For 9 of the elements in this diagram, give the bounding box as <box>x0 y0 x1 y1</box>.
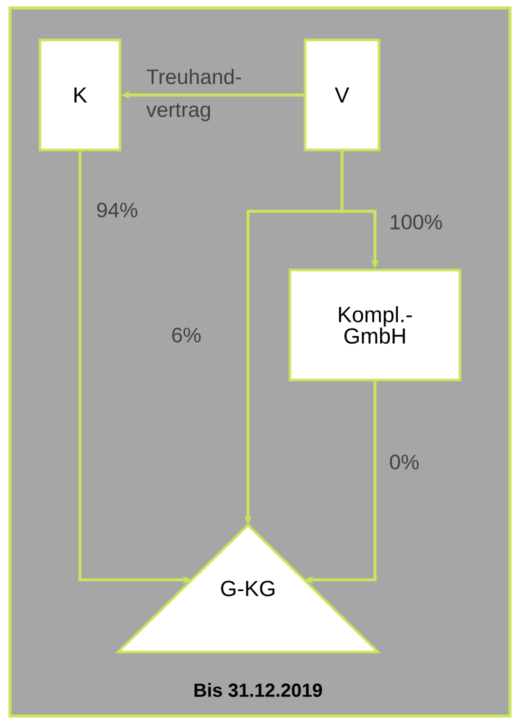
edge-label: 94% <box>97 202 138 218</box>
edge-label: 100% <box>390 214 442 230</box>
edge-label: 6% <box>172 328 201 342</box>
box: Kompl.- GmbH <box>288 268 462 382</box>
box: K <box>38 38 122 152</box>
edge-label: Treuhand- vertrag <box>146 68 241 122</box>
edge-label: 0% <box>390 454 419 470</box>
caption: Bis 31.12.2019 <box>194 683 322 697</box>
box: V <box>304 38 380 152</box>
